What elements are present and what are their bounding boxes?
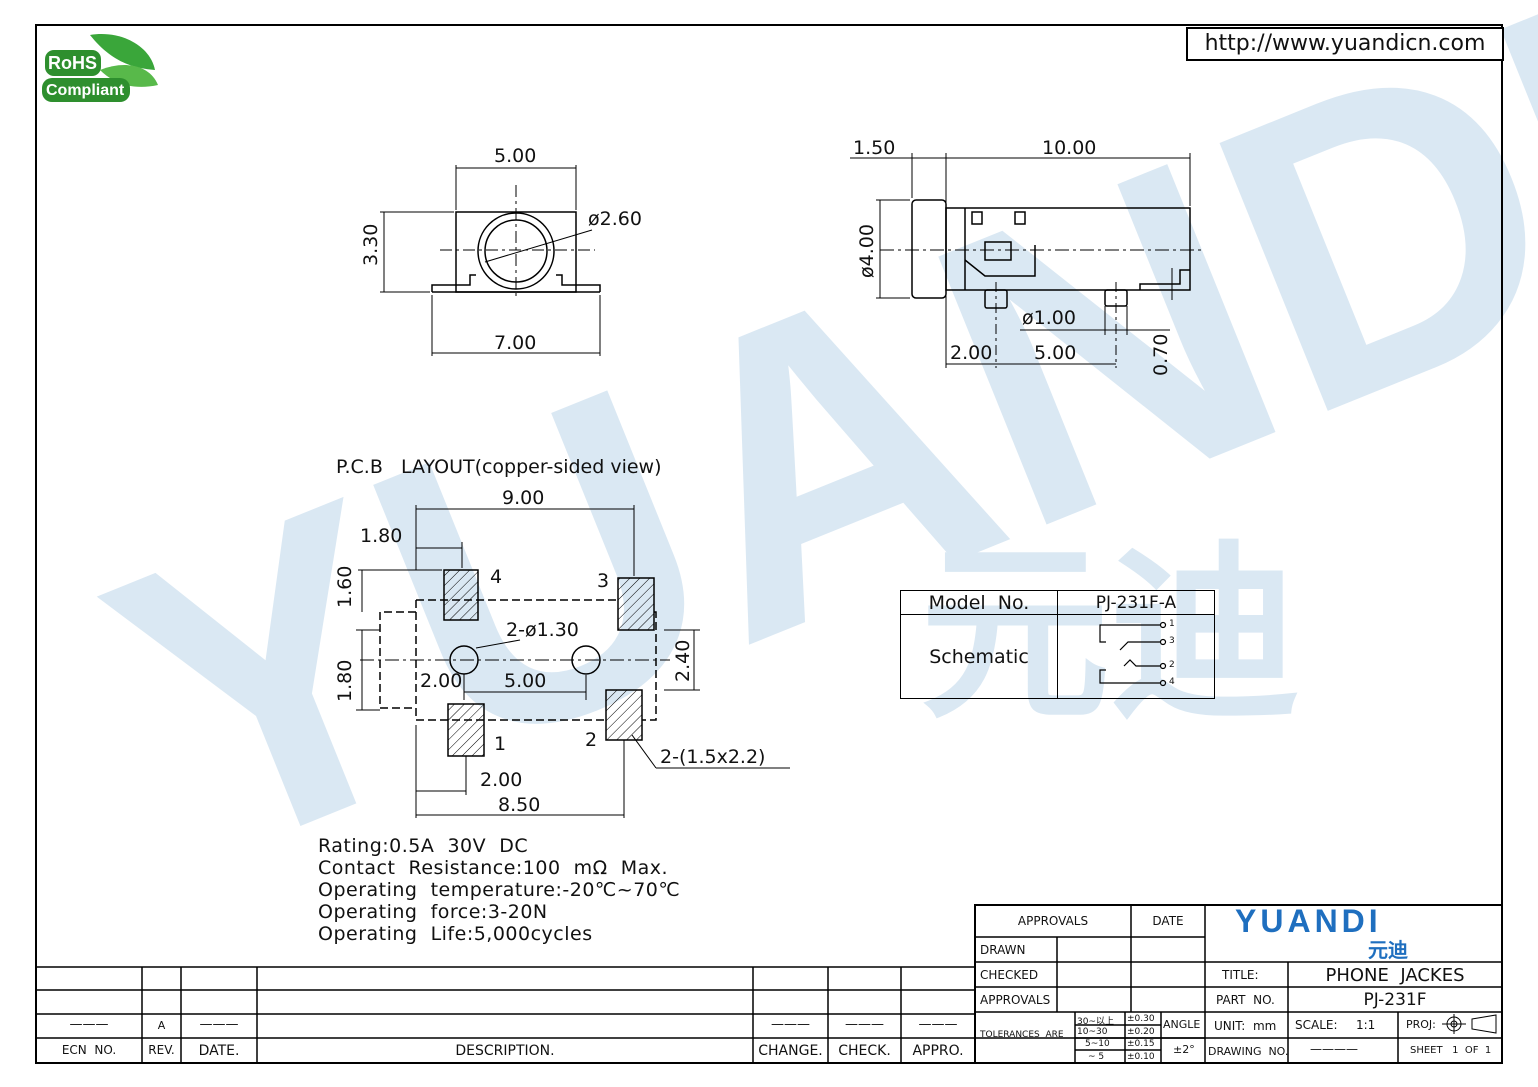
pcb-dim-pad-h: 1.60 (334, 565, 356, 608)
rev-header-ecn: ECN NO. (61, 1043, 117, 1057)
schematic-label: Schematic (900, 614, 1058, 699)
pcb-hole-offset: 2.00 (420, 670, 463, 692)
front-view (380, 165, 601, 356)
tb-date-header: DATE (1152, 914, 1184, 928)
rev-date-value: ——— (199, 1017, 239, 1032)
side-dim-length: 10.00 (1042, 137, 1097, 159)
tb-scale-value: 1:1 (1356, 1018, 1376, 1032)
rohs-label: RoHS (48, 53, 97, 73)
pcb-pad-note: 2-(1.5x2.2) (660, 746, 766, 768)
tb-tol-value-4: ±0.10 (1127, 1052, 1155, 1062)
title-block-lines (974, 904, 1503, 1064)
spec-force: Operating force:3-20N (318, 901, 548, 923)
tb-drawing-no: DRAWING NO. (1208, 1045, 1289, 1058)
pcb-dim-bottom-a: 2.00 (480, 769, 523, 791)
tb-tolerances: TOLERANCES ARE (980, 1030, 1064, 1040)
pcb-dim-side: 1.80 (334, 659, 356, 702)
spec-temperature: Operating temperature:-20℃~70℃ (318, 879, 681, 901)
rohs-leaf-icon (42, 34, 158, 102)
tb-scale-label: SCALE: (1295, 1018, 1338, 1032)
side-dim-left: 1.50 (853, 137, 896, 159)
tb-tol-range-1: 30~以上 (1077, 1017, 1114, 1027)
projection-symbol (1442, 1014, 1497, 1034)
tb-tol-value-3: ±0.15 (1127, 1039, 1155, 1049)
spec-life: Operating Life:5,000cycles (318, 923, 593, 945)
pcb-dim-total: 9.00 (502, 487, 545, 509)
pcb-dim-bottom-b: 8.50 (498, 794, 541, 816)
rev-ecn-value: ——— (69, 1017, 109, 1032)
tb-logo: YUANDI (1235, 903, 1382, 939)
tb-tol-range-4: ~ 5 (1088, 1052, 1105, 1062)
schematic-pin-1: 1 (1169, 619, 1175, 629)
rev-header-date: DATE. (198, 1043, 240, 1059)
model-value: PJ-231F-A (1057, 590, 1215, 615)
rev-header-description: DESCRIPTION. (455, 1043, 555, 1059)
side-dim-a: 2.00 (950, 342, 993, 364)
pcb-layout (356, 505, 790, 818)
side-view (850, 153, 1205, 368)
pcb-dim-pad: 1.80 (360, 525, 403, 547)
schematic-pin-3: 3 (1169, 636, 1175, 646)
tb-tol-value-2: ±0.20 (1127, 1027, 1155, 1037)
tb-tol-range-2: 10~30 (1077, 1027, 1108, 1037)
compliant-label: Compliant (46, 82, 125, 99)
rev-header-change: CHANGE. (758, 1043, 823, 1059)
rev-header-rev: REV. (148, 1043, 175, 1057)
website-url[interactable]: http://www.yuandicn.com (1186, 27, 1504, 61)
tb-tol-range-3: 5~10 (1085, 1039, 1110, 1049)
tb-logo-cn: 元迪 (1368, 938, 1408, 962)
tb-tol-value-1: ±0.30 (1127, 1014, 1155, 1024)
tb-drawing-value: ———— (1310, 1042, 1358, 1056)
pcb-pin-3: 3 (597, 570, 610, 592)
tb-proj: PROJ: (1406, 1018, 1436, 1031)
rev-check-value: ——— (845, 1017, 884, 1032)
rev-appro-value: ——— (918, 1017, 958, 1032)
pcb-dim-h: 2.40 (672, 639, 694, 682)
schematic-pin-4: 4 (1169, 677, 1175, 687)
tb-angle: ANGLE (1163, 1018, 1201, 1031)
schematic-pin-2: 2 (1169, 660, 1175, 670)
front-width-top: 5.00 (494, 145, 537, 167)
tb-title-label: TITLE: (1222, 968, 1259, 982)
pcb-pin-4: 4 (490, 566, 503, 588)
rev-change-value: ——— (771, 1017, 810, 1032)
tb-checked: CHECKED (980, 968, 1039, 982)
rohs-badge: RoHS Compliant (40, 30, 165, 109)
tb-part-label: PART NO. (1216, 993, 1275, 1007)
side-dim-c: 0.70 (1150, 333, 1172, 376)
tb-angle-value: ±2° (1173, 1043, 1195, 1056)
schematic-cell (1057, 614, 1215, 699)
front-diameter: ø2.60 (588, 208, 642, 230)
side-pin-diameter: ø1.00 (1022, 307, 1076, 329)
side-diameter: ø4.00 (856, 224, 878, 278)
rev-header-appro: APPRO. (912, 1043, 964, 1059)
spec-resistance: Contact Resistance:100 mΩ Max. (318, 857, 669, 879)
front-width-bottom: 7.00 (494, 332, 537, 354)
tb-drawn: DRAWN (980, 943, 1026, 957)
tb-title-value: PHONE JACKES (1325, 965, 1465, 986)
pcb-holes: 2-ø1.30 (506, 619, 579, 641)
pcb-title: P.C.B LAYOUT(copper-sided view) (336, 456, 662, 478)
revision-block-lines (36, 966, 975, 1063)
model-label: Model No. (900, 590, 1058, 615)
model-table: Model No. PJ-231F-A Schematic (900, 590, 1215, 699)
side-dim-b: 5.00 (1034, 342, 1077, 364)
tb-unit: UNIT: mm (1214, 1019, 1277, 1033)
tb-part-value: PJ-231F (1363, 990, 1427, 1010)
rev-header-check: CHECK. (838, 1043, 891, 1059)
tb-approvals-header: APPROVALS (1017, 914, 1089, 928)
tb-sheet: SHEET 1 OF 1 (1410, 1045, 1492, 1056)
rev-rev-value: A (157, 1019, 166, 1032)
front-height: 3.30 (360, 223, 382, 266)
spec-rating: Rating:0.5A 30V DC (318, 835, 529, 857)
pcb-hole-spacing: 5.00 (504, 670, 547, 692)
pcb-pin-1: 1 (494, 733, 507, 755)
tb-approvals: APPROVALS (980, 993, 1051, 1007)
pcb-pin-2: 2 (585, 729, 598, 751)
